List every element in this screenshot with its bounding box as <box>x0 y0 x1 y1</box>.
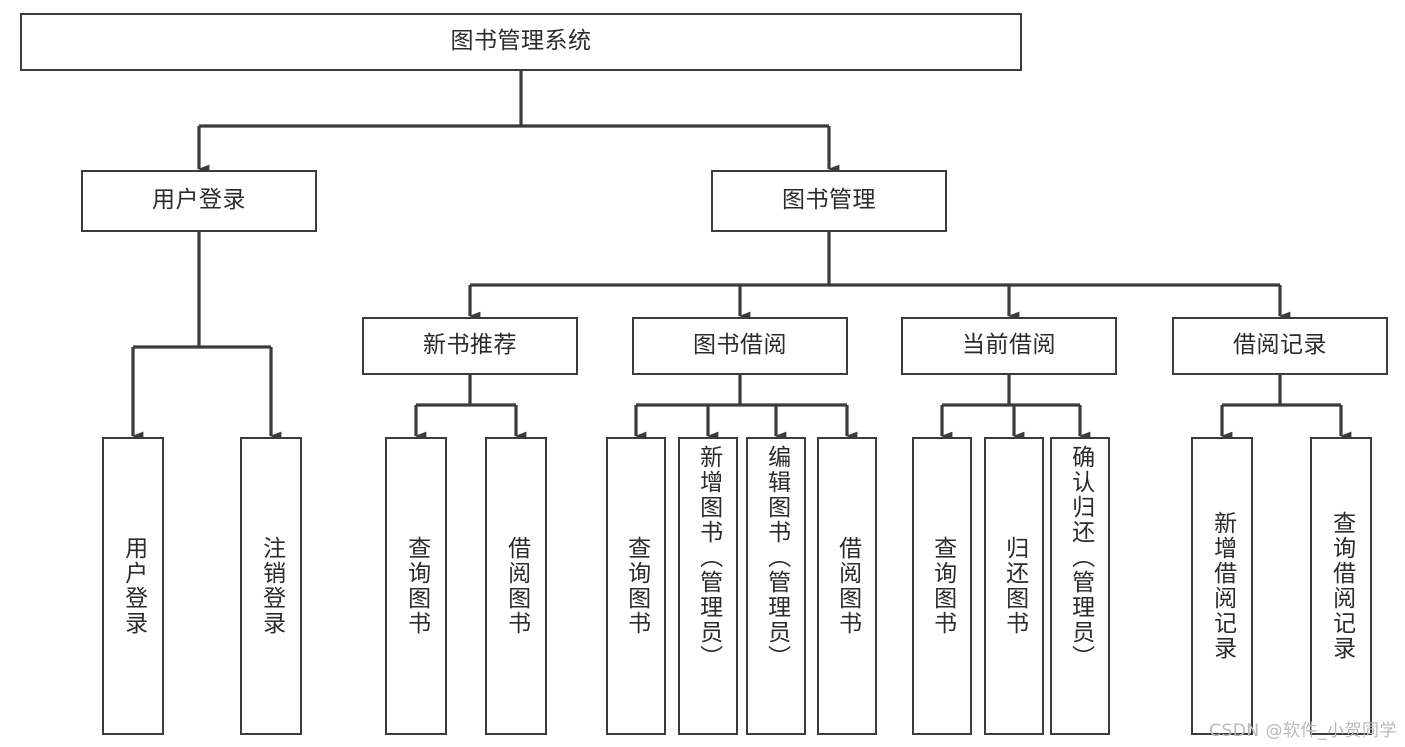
node-label: 图书借阅 <box>693 332 787 359</box>
node-label: 查询图书 <box>929 536 956 636</box>
node-label: 当前借阅 <box>962 332 1056 359</box>
node-new-book-recommend[interactable]: 新书推荐 <box>362 317 578 375</box>
node-label: 用户登录 <box>152 187 246 214</box>
node-label: 借阅图书 <box>503 536 530 636</box>
node-label: 查询图书 <box>623 536 650 636</box>
node-label: 借阅记录 <box>1233 332 1327 359</box>
leaf-add-borrow-record[interactable]: 新增借阅记录 <box>1191 437 1253 735</box>
leaf-user-login[interactable]: 用户登录 <box>102 437 164 735</box>
node-label: 新书推荐 <box>423 332 517 359</box>
leaf-confirm-return-admin[interactable]: 确认归还（管理员） <box>1050 437 1110 735</box>
node-label: 确认归还（管理员） <box>1067 445 1094 670</box>
node-book-borrow[interactable]: 图书借阅 <box>632 317 848 375</box>
leaf-borrow-book[interactable]: 借阅图书 <box>817 437 877 735</box>
node-label: 编辑图书（管理员） <box>763 445 790 670</box>
node-user-login[interactable]: 用户登录 <box>81 170 317 232</box>
node-label: 借阅图书 <box>834 536 861 636</box>
leaf-add-book-admin[interactable]: 新增图书（管理员） <box>678 437 738 735</box>
node-label: 注销登录 <box>258 536 285 636</box>
node-root[interactable]: 图书管理系统 <box>20 13 1022 71</box>
node-book-management[interactable]: 图书管理 <box>711 170 947 232</box>
node-label: 查询借阅记录 <box>1328 511 1355 661</box>
node-label: 用户登录 <box>120 536 147 636</box>
node-label: 新增借阅记录 <box>1209 511 1236 661</box>
node-label: 图书管理 <box>782 187 876 214</box>
node-borrow-record[interactable]: 借阅记录 <box>1172 317 1388 375</box>
node-current-borrow[interactable]: 当前借阅 <box>901 317 1117 375</box>
node-label: 新增图书（管理员） <box>695 445 722 670</box>
leaf-query-book-recommend[interactable]: 查询图书 <box>385 437 447 735</box>
leaf-query-book-current[interactable]: 查询图书 <box>912 437 972 735</box>
leaf-edit-book-admin[interactable]: 编辑图书（管理员） <box>746 437 806 735</box>
node-label: 归还图书 <box>1001 536 1028 636</box>
leaf-query-book[interactable]: 查询图书 <box>606 437 666 735</box>
leaf-borrow-book-recommend[interactable]: 借阅图书 <box>485 437 547 735</box>
leaf-return-book[interactable]: 归还图书 <box>984 437 1044 735</box>
leaf-logout[interactable]: 注销登录 <box>240 437 302 735</box>
leaf-query-borrow-record[interactable]: 查询借阅记录 <box>1310 437 1372 735</box>
node-label: 图书管理系统 <box>450 28 592 55</box>
node-label: 查询图书 <box>403 536 430 636</box>
